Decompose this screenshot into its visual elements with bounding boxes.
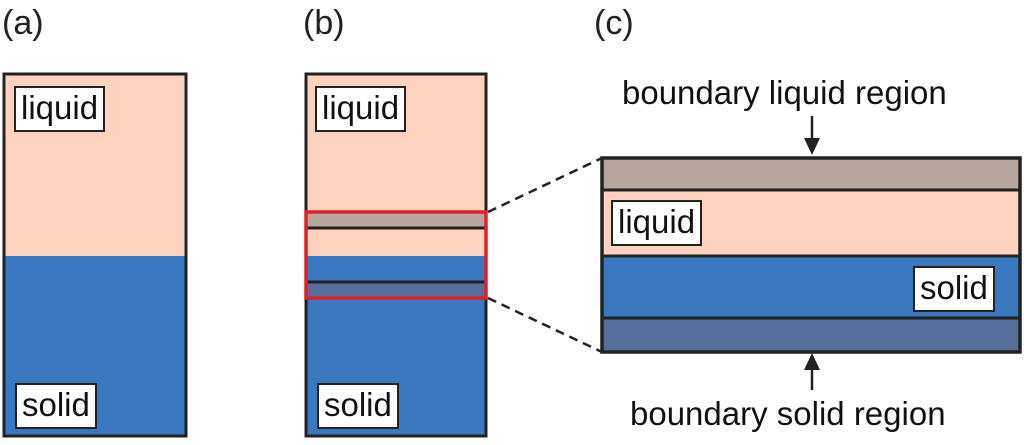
panel-a-liquid-tag: liquid xyxy=(14,86,106,132)
zoom-connector-top xyxy=(487,156,603,214)
panel-b-label: (b) xyxy=(303,4,345,42)
panel-a-solid-tag: solid xyxy=(15,383,97,429)
panel-a-outline xyxy=(2,72,188,438)
panel-b-solid-interior xyxy=(306,256,486,282)
panel-c-solid-tag: solid xyxy=(913,266,995,312)
panel-b-solid-tag: solid xyxy=(317,383,399,429)
panel-b-zoom-highlight xyxy=(304,210,488,300)
boundary-solid-caption: boundary solid region xyxy=(630,395,946,432)
panel-c-label: (c) xyxy=(594,4,634,42)
panel-b-liquid-interior xyxy=(306,228,486,256)
panel-b-liquid-tag: liquid xyxy=(315,86,407,132)
panel-c-boundary-liquid-region xyxy=(602,158,1020,190)
panel-a-label: (a) xyxy=(2,4,44,42)
panel-b-boundary-liquid-region xyxy=(306,212,486,228)
arrow-down-icon xyxy=(804,116,820,155)
panel-c-liquid-tag: liquid xyxy=(611,200,703,246)
panel-b-boundary-solid-region xyxy=(306,282,486,298)
arrow-up-icon xyxy=(804,353,820,390)
zoom-connector-bottom xyxy=(487,296,603,354)
panel-c-boundary-solid-region xyxy=(602,318,1020,352)
panel-c-outline xyxy=(600,156,1022,354)
boundary-liquid-caption: boundary liquid region xyxy=(622,74,947,111)
